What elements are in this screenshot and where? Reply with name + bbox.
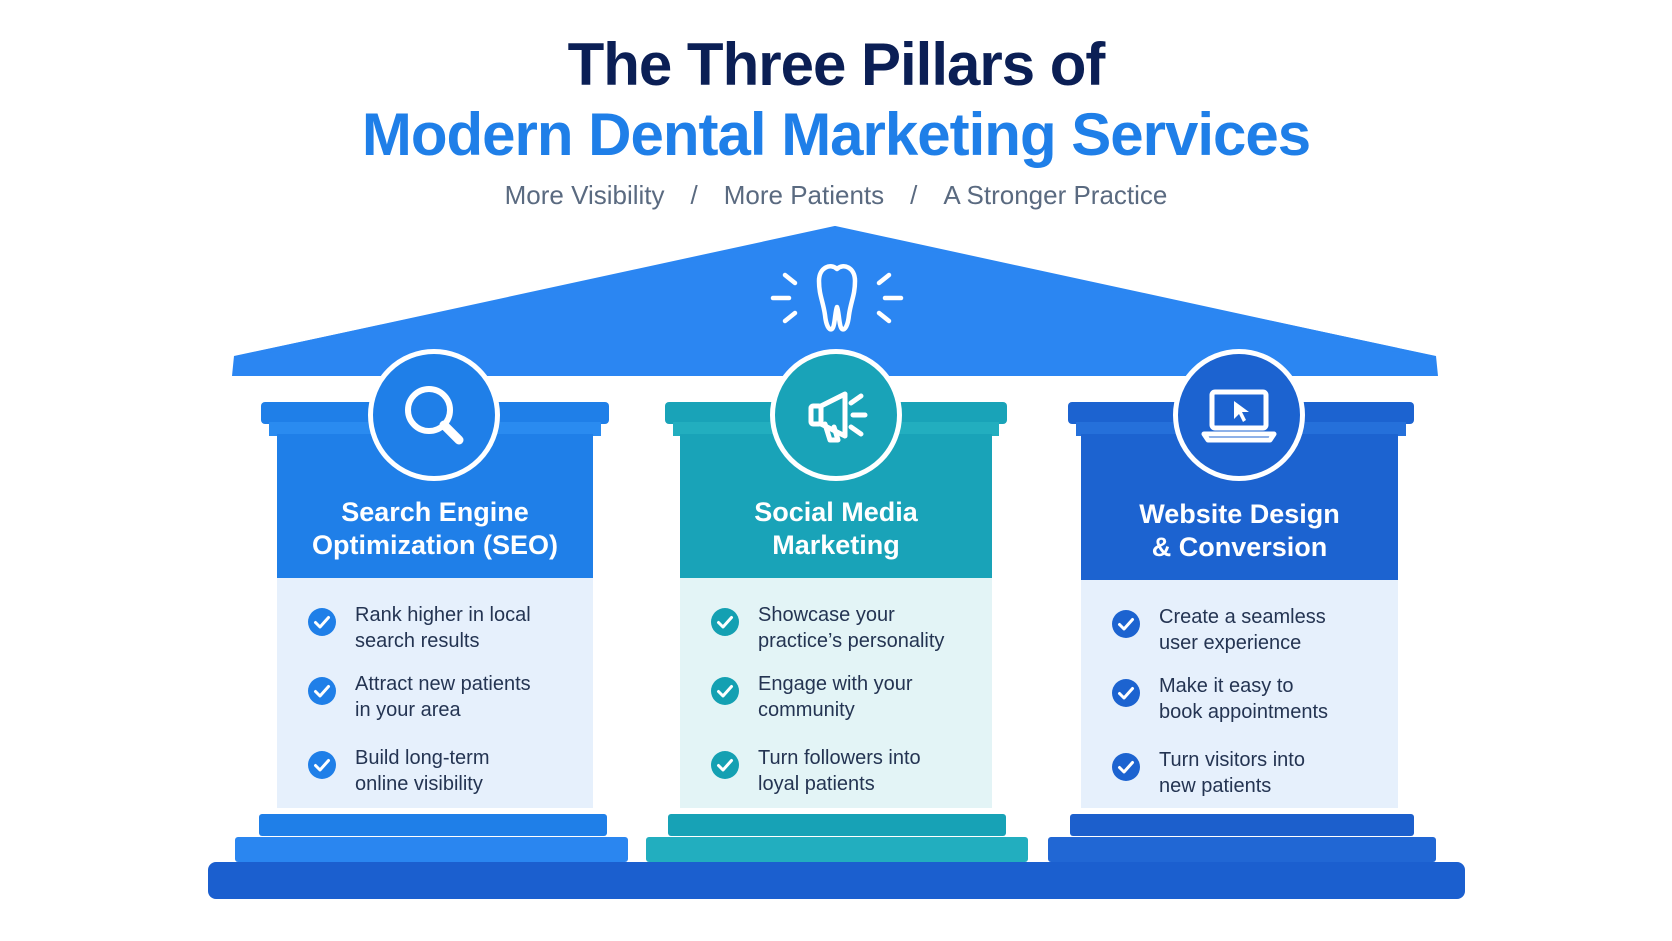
megaphone-icon: [808, 391, 868, 443]
pillar-3-title: Website Design & Conversion: [1139, 499, 1340, 562]
temple-roof: [232, 226, 1438, 376]
pillar-1-base-step-lower: [235, 837, 628, 862]
pillar-3-base-step-upper: [1070, 814, 1414, 836]
check-circle-icon: [1112, 753, 1140, 781]
pillar-3-base-step-lower: [1048, 837, 1436, 862]
pillar-2-base-step-upper: [668, 814, 1006, 836]
check-circle-icon: [1112, 610, 1140, 638]
check-circle-icon: [711, 608, 739, 636]
tagline-separator: /: [690, 180, 698, 210]
pillar-2-title: Social Media Marketing: [754, 497, 918, 560]
tagline-separator: /: [910, 180, 918, 210]
pillar-1-base-step-upper: [259, 814, 607, 836]
pillar-1-title: Search Engine Optimization (SEO): [312, 497, 558, 560]
pillar-3-icon-badge: [1173, 349, 1305, 481]
check-circle-icon: [711, 751, 739, 779]
check-circle-icon: [1112, 679, 1140, 707]
tagline-item-visibility: More Visibility: [504, 180, 665, 210]
title-line-1: The Three Pillars of: [567, 31, 1106, 98]
title-line-2: Modern Dental Marketing Services: [361, 101, 1311, 168]
pillar-2-base-step-lower: [646, 837, 1028, 862]
check-circle-icon: [308, 751, 336, 779]
search-icon: [405, 386, 464, 445]
pillar-1-icon-badge: [368, 349, 500, 481]
tagline: More Visibility / More Patients / A Stronger…: [0, 180, 1672, 211]
tooth-icon: [770, 264, 904, 332]
check-circle-icon: [711, 677, 739, 705]
tagline-item-patients: More Patients: [723, 180, 885, 210]
check-circle-icon: [308, 608, 336, 636]
tagline-item-practice: A Stronger Practice: [943, 180, 1168, 210]
temple-foundation: [208, 862, 1465, 899]
check-circle-icon: [308, 677, 336, 705]
pillar-2-header: Social Media Marketing: [680, 434, 992, 578]
pillar-2-icon-badge: [770, 349, 902, 481]
laptop-cursor-icon: [1201, 389, 1277, 443]
